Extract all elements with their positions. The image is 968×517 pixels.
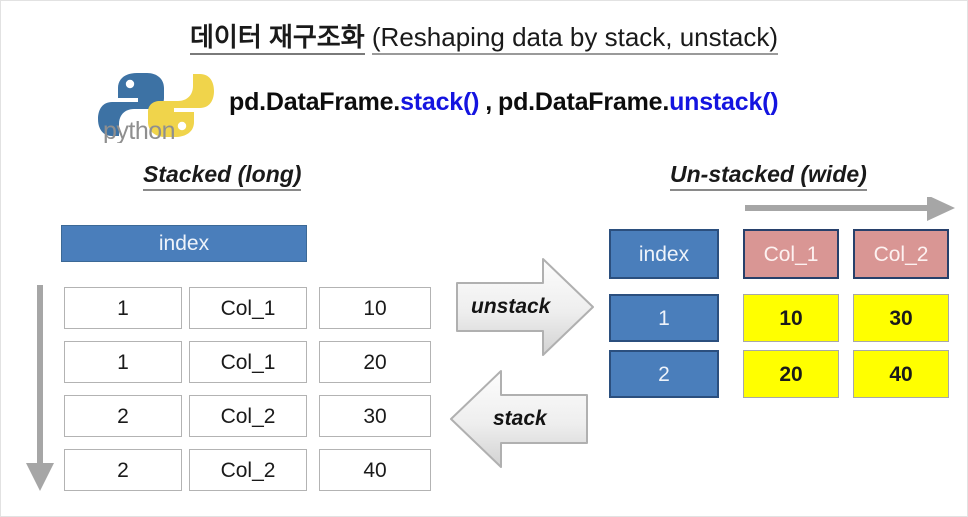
stack-arrow-label: stack: [493, 407, 547, 430]
stacked-cell-index: 2: [64, 449, 182, 491]
stacked-cell-value: 20: [319, 341, 431, 383]
svg-text:python: python: [103, 117, 175, 143]
stacked-cell-value: 30: [319, 395, 431, 437]
code-unstack-fn: unstack(): [669, 88, 779, 116]
code-separator: ,: [485, 88, 493, 116]
stacked-index-header: index: [61, 225, 307, 262]
unstack-arrow[interactable]: unstack: [455, 257, 595, 357]
unstacked-index-header: index: [609, 229, 719, 279]
unstacked-column-header-col2: Col_2: [853, 229, 949, 279]
stacked-cell-index: 1: [64, 341, 182, 383]
stacked-cell-index: 1: [64, 287, 182, 329]
stacked-cell-value: 40: [319, 449, 431, 491]
unstacked-column-header-col1: Col_1: [743, 229, 839, 279]
python-logo: python: [97, 67, 215, 143]
stacked-section-heading: Stacked (long): [143, 161, 302, 191]
page-title-english: (Reshaping data by stack, unstack): [371, 22, 778, 55]
code-right-prefix: pd.DataFrame.: [498, 88, 670, 116]
unstacked-index-cell: 1: [609, 294, 719, 342]
unstacked-value-cell: 20: [743, 350, 839, 398]
stack-arrow[interactable]: stack: [449, 369, 589, 469]
unstack-arrow-label: unstack: [471, 295, 551, 318]
page-title: 데이터 재구조화 (Reshaping data by stack, unsta…: [1, 17, 967, 55]
stacked-cell-column: Col_1: [189, 287, 307, 329]
unstacked-value-cell: 40: [853, 350, 949, 398]
stacked-cell-column: Col_2: [189, 395, 307, 437]
unstacked-value-cell: 30: [853, 294, 949, 342]
stacked-cell-value: 10: [319, 287, 431, 329]
columns-direction-arrow: [743, 197, 959, 221]
rows-direction-arrow: [23, 283, 59, 495]
stacked-cell-column: Col_1: [189, 341, 307, 383]
unstacked-index-cell: 2: [609, 350, 719, 398]
code-stack-fn: stack(): [400, 88, 480, 116]
code-left-prefix: pd.DataFrame.: [229, 88, 401, 116]
unstacked-section-heading: Un-stacked (wide): [670, 161, 867, 191]
stacked-cell-index: 2: [64, 395, 182, 437]
code-line: pd.DataFrame.stack(),pd.DataFrame.unstac…: [229, 88, 779, 117]
stacked-cell-column: Col_2: [189, 449, 307, 491]
page-title-korean: 데이터 재구조화: [189, 22, 365, 55]
unstacked-value-cell: 10: [743, 294, 839, 342]
